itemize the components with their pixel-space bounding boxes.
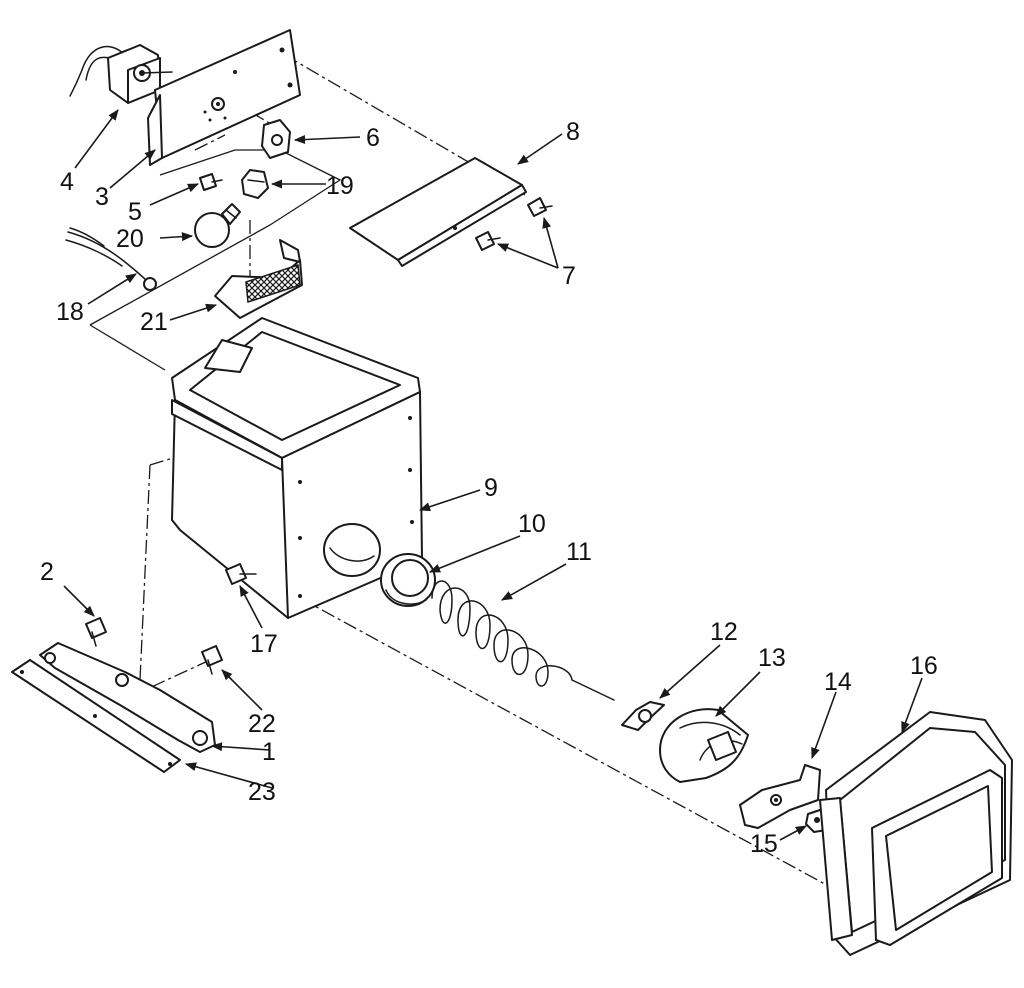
callout-5: 5 (128, 198, 142, 226)
callout-19: 19 (326, 172, 354, 200)
leader-lines (63, 109, 923, 841)
wire-harness-part (65, 227, 157, 291)
bulb-part (194, 203, 241, 248)
screw-part-5 (199, 173, 223, 191)
cover-plate-part (349, 157, 527, 267)
callout-21: 21 (140, 308, 168, 336)
callout-10: 10 (518, 510, 546, 538)
socket-part (241, 169, 269, 199)
callout-23: 23 (248, 778, 276, 806)
mounting-bracket-part (147, 29, 301, 166)
callout-4: 4 (60, 168, 74, 196)
callout-7: 7 (562, 262, 576, 290)
crusher-part (659, 708, 749, 783)
trim-strip-part (11, 659, 181, 773)
ice-bucket-part (171, 317, 423, 619)
callout-labels: 4 3 5 6 8 7 19 20 18 21 9 10 11 17 2 22 … (40, 118, 938, 858)
screw-parts-7 (475, 197, 553, 251)
screw-part-22 (201, 645, 223, 675)
callout-6: 6 (366, 124, 380, 152)
light-shield-part (214, 239, 303, 319)
callout-13: 13 (758, 644, 786, 672)
callout-14: 14 (824, 668, 852, 696)
spider-part (621, 701, 665, 731)
callout-8: 8 (566, 118, 580, 146)
callout-11: 11 (566, 538, 592, 566)
callout-12: 12 (710, 618, 738, 646)
callout-9: 9 (484, 474, 498, 502)
callout-17: 17 (250, 630, 278, 658)
screw-part-2 (85, 617, 107, 647)
front-bracket-part (739, 764, 821, 829)
cap-part (380, 553, 436, 607)
callout-3: 3 (95, 183, 109, 211)
motor-part (69, 44, 173, 104)
callout-16: 16 (910, 652, 938, 680)
front-cover-part (819, 711, 1013, 956)
callout-20: 20 (116, 225, 144, 253)
callout-18: 18 (56, 298, 84, 326)
auger-spring-part (431, 580, 615, 701)
callout-1: 1 (262, 738, 276, 766)
callout-22: 22 (248, 710, 276, 738)
callout-2: 2 (40, 558, 54, 586)
callout-15: 15 (750, 830, 778, 858)
clip-part (261, 119, 291, 159)
screw-part-17 (225, 563, 257, 585)
